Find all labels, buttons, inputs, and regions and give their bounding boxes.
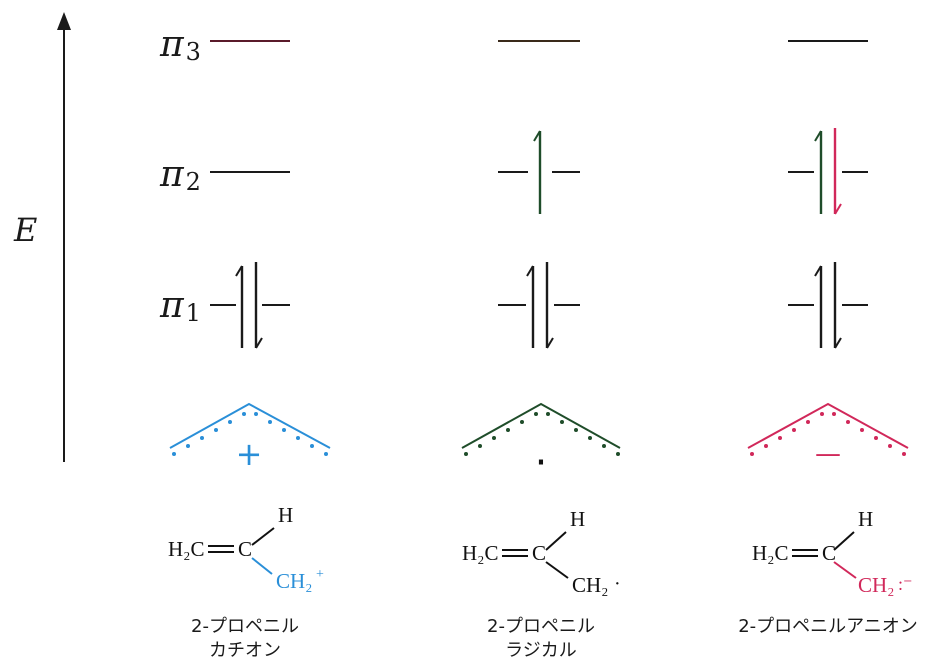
- level-label-pi2: π2: [159, 154, 201, 196]
- radical-formula: H H₂C C CH₂ ·: [462, 507, 621, 597]
- formula-center: C: [822, 541, 836, 565]
- formula-left: H₂C: [752, 541, 789, 565]
- formula-right: CH₂: [276, 569, 313, 593]
- formula-right: CH₂: [858, 573, 895, 597]
- formula-left: H₂C: [168, 537, 205, 561]
- cation-formula: H H₂C C CH₂ +: [168, 503, 324, 593]
- anion-levels: [788, 40, 868, 349]
- caption-cation-line1: 2-プロペニル: [191, 616, 299, 637]
- formula-center: C: [532, 541, 546, 565]
- level-label-pi1: π1: [159, 285, 201, 327]
- formula-right-suffix: +: [316, 567, 324, 582]
- anion-orbital-sketch: —: [747, 402, 909, 469]
- caption-radical-line2: ラジカル: [505, 640, 577, 661]
- energy-axis: E: [13, 12, 71, 462]
- formula-center: C: [238, 537, 252, 561]
- charge-symbol-cation: +: [236, 435, 263, 473]
- level-labels: π3 π2 π1: [159, 24, 201, 327]
- formula-left: H₂C: [462, 541, 499, 565]
- formula-right-suffix: ·: [614, 573, 621, 595]
- formula-right: CH₂: [572, 573, 609, 597]
- caption-radical-line1: 2-プロペニル: [487, 616, 595, 637]
- formula-top-h: H: [858, 507, 873, 531]
- formula-top-h: H: [278, 503, 293, 527]
- caption-cation-line2: カチオン: [209, 640, 281, 661]
- cation-levels: [210, 40, 290, 349]
- level-label-pi3: π3: [159, 24, 201, 66]
- charge-symbol-anion: —: [815, 439, 841, 469]
- anion-formula: H H₂C C CH₂ :⁻: [752, 507, 913, 597]
- energy-axis-label: E: [13, 211, 37, 249]
- cation-orbital-sketch: +: [169, 402, 331, 473]
- formula-right-suffix: :⁻: [898, 574, 913, 594]
- charge-symbol-radical: ·: [535, 440, 548, 486]
- radical-levels: [498, 40, 580, 349]
- arrow-up-icon: [57, 12, 71, 30]
- formula-top-h: H: [570, 507, 585, 531]
- caption-anion: 2-プロペニルアニオン: [738, 616, 918, 637]
- radical-orbital-sketch: ·: [461, 402, 621, 486]
